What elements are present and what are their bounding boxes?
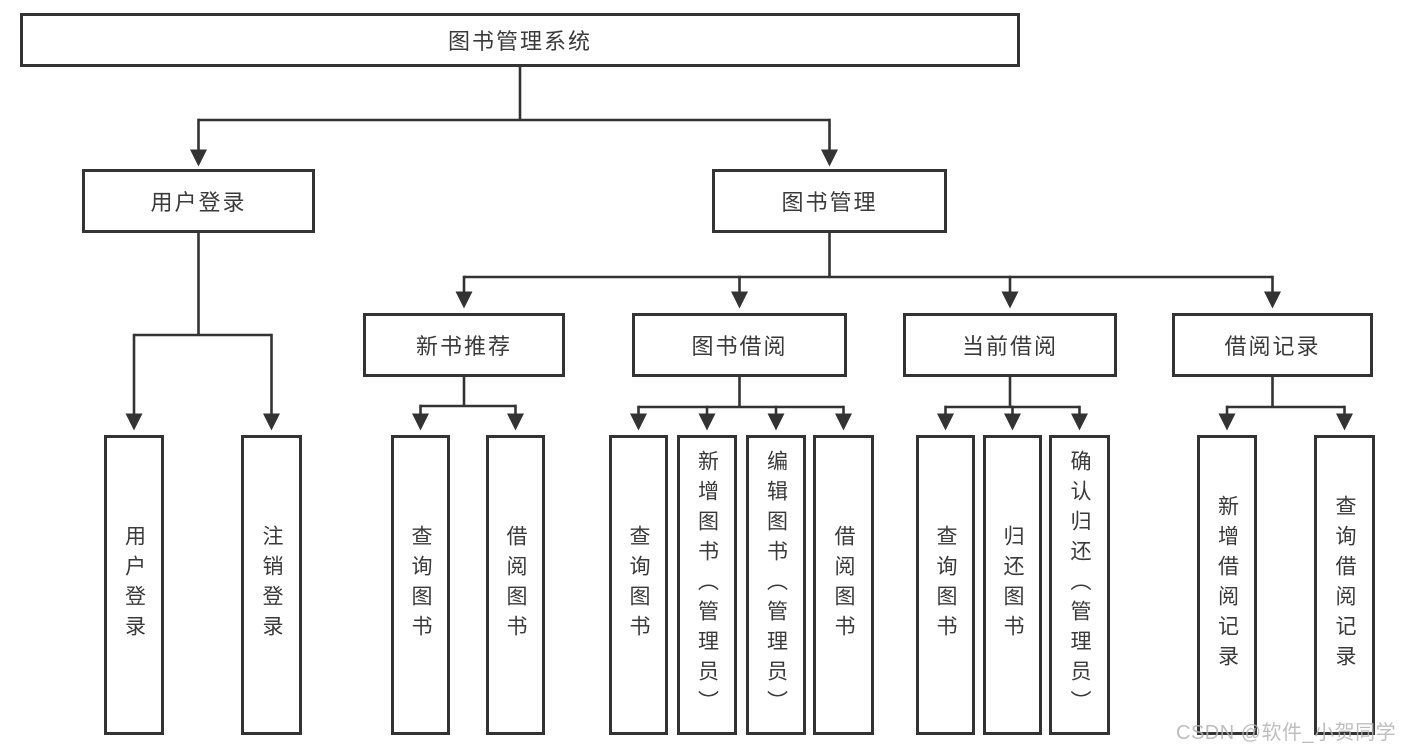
leaf-query-books-borrow: 查询图书: [609, 435, 668, 735]
leaf-borrow-books-recommend: 借阅图书: [486, 435, 545, 735]
leaf-user-login: 用户登录: [104, 435, 164, 735]
node-label: 查询图书: [627, 525, 650, 645]
node-label: 查询借阅记录: [1333, 495, 1356, 675]
node-label: 用户登录: [122, 525, 146, 645]
node-label: 借阅记录: [1224, 334, 1321, 359]
connector-root-to-level2: [190, 67, 838, 167]
node-label: 借阅图书: [504, 525, 527, 645]
node-label: 图书借阅: [691, 334, 788, 359]
leaf-borrow-books: 借阅图书: [813, 435, 874, 735]
node-label: 归还图书: [1001, 525, 1024, 645]
node-label: 借阅图书: [832, 525, 855, 645]
leaf-confirm-return-admin: 确认归还（管理员）: [1049, 435, 1110, 735]
leaf-query-books-current: 查询图书: [916, 435, 975, 735]
node-label: 编辑图书（管理员）: [764, 450, 788, 720]
connector-records-children: [1218, 377, 1353, 431]
node-label: 当前借阅: [961, 334, 1058, 359]
node-label: 图书管理系统: [447, 29, 592, 54]
leaf-edit-books-admin: 编辑图书（管理员）: [746, 435, 806, 735]
node-label: 新书推荐: [415, 334, 512, 359]
leaf-query-books-recommend: 查询图书: [391, 435, 450, 735]
node-label: 查询图书: [934, 525, 957, 645]
node-library-system: 图书管理系统: [20, 13, 1020, 67]
node-label: 图书管理: [781, 190, 878, 215]
node-label: 确认归还（管理员）: [1068, 450, 1091, 720]
connector-new-rec-children: [412, 377, 524, 431]
node-book-borrowing: 图书借阅: [632, 313, 847, 377]
node-new-book-recommend: 新书推荐: [363, 313, 565, 377]
watermark-text: CSDN @软件_小贺同学: [1176, 722, 1397, 744]
connector-book-borrow-children: [630, 377, 852, 431]
node-current-borrowing: 当前借阅: [903, 313, 1117, 377]
leaf-query-borrow-record: 查询借阅记录: [1314, 435, 1375, 735]
node-book-management: 图书管理: [712, 169, 947, 233]
leaf-logout: 注销登录: [241, 435, 302, 735]
leaf-return-books: 归还图书: [983, 435, 1042, 735]
node-borrow-records: 借阅记录: [1172, 313, 1373, 377]
connector-user-login-children: [125, 233, 280, 431]
leaf-add-borrow-record: 新增借阅记录: [1197, 435, 1257, 735]
node-user-login: 用户登录: [82, 169, 315, 233]
node-label: 用户登录: [150, 190, 247, 215]
node-label: 查询图书: [409, 525, 432, 645]
node-label: 注销登录: [260, 525, 283, 645]
connector-book-mgmt-children: [455, 233, 1281, 309]
leaf-add-books-admin: 新增图书（管理员）: [677, 435, 737, 735]
node-label: 新增图书（管理员）: [695, 450, 719, 720]
node-label: 新增借阅记录: [1215, 495, 1239, 675]
connector-current-borrow-children: [937, 377, 1088, 431]
